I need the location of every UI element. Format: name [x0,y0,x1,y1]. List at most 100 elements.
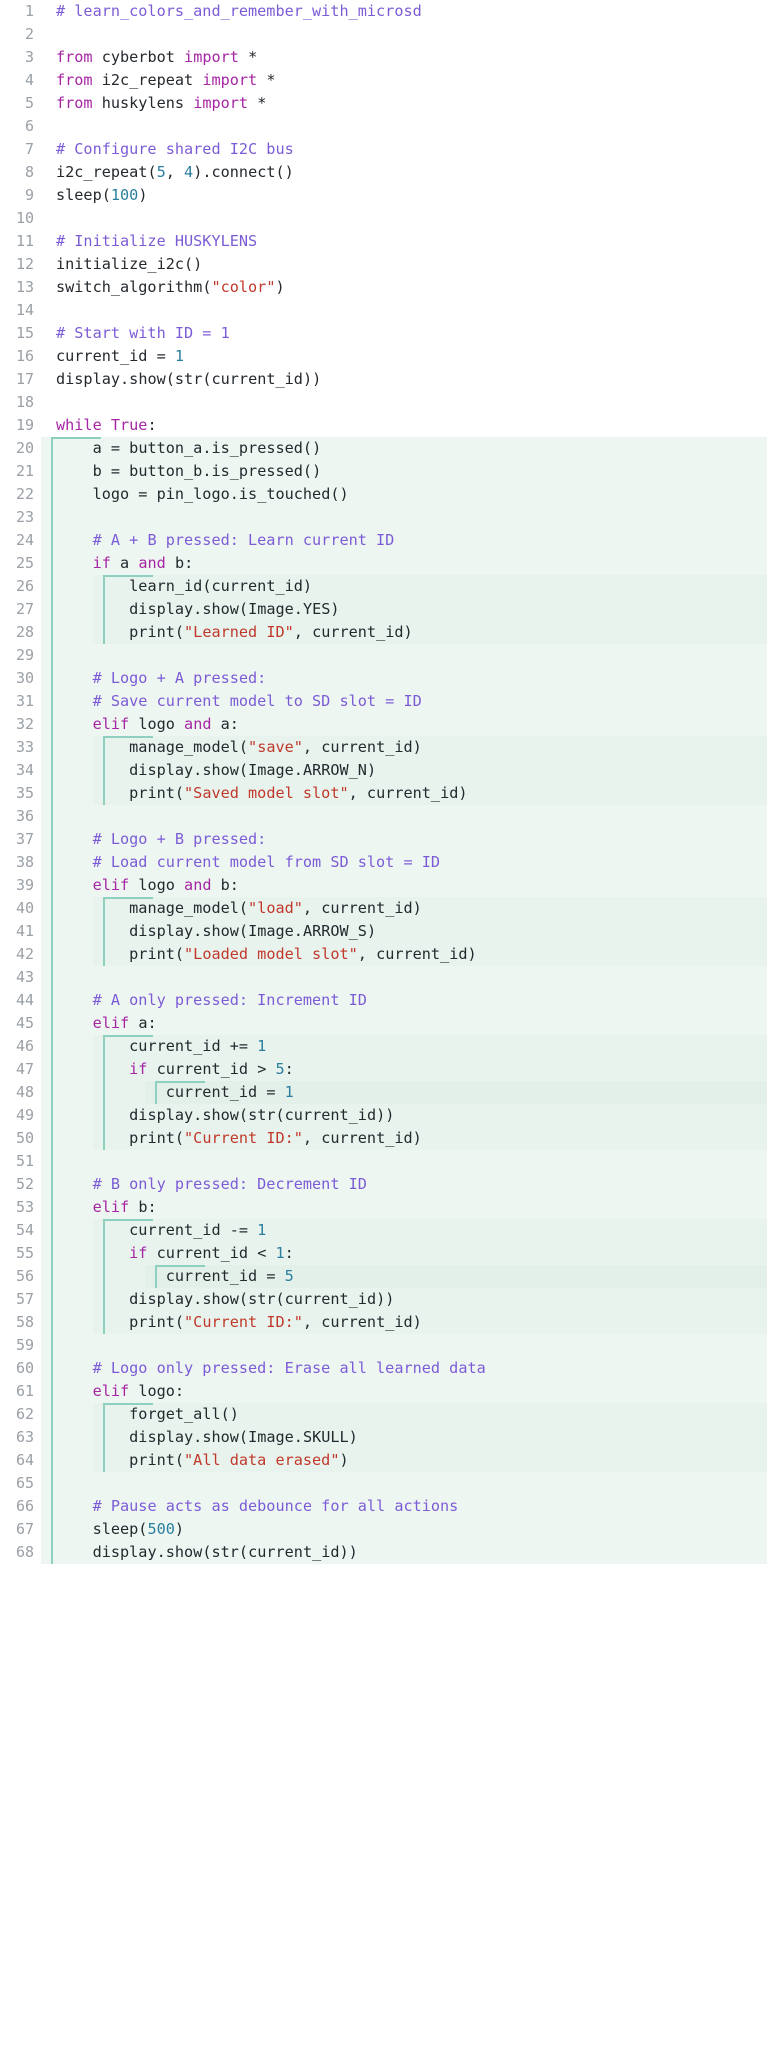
line-content[interactable]: current_id = 1 [165,1083,294,1101]
code-line[interactable]: 36 [0,805,767,828]
line-content[interactable]: learn_id(current_id) [129,577,313,595]
code-line[interactable]: 67 sleep(500) [0,1518,767,1541]
line-content[interactable]: # B only pressed: Decrement ID [92,1175,367,1193]
line-content[interactable]: # Configure shared I2C bus [56,140,294,158]
code-line[interactable]: 47 if current_id > 5: [0,1058,767,1081]
code-line[interactable]: 45 elif a: [0,1012,767,1035]
code-line[interactable]: 50 print("Current ID:", current_id) [0,1127,767,1150]
line-content[interactable]: current_id -= 1 [129,1221,267,1239]
code-line[interactable]: 54 current_id -= 1 [0,1219,767,1242]
code-line[interactable]: 27 display.show(Image.YES) [0,598,767,621]
line-content[interactable]: print("Saved model slot", current_id) [129,784,468,802]
code-line[interactable]: 63 display.show(Image.SKULL) [0,1426,767,1449]
line-content[interactable]: # Pause acts as debounce for all actions [92,1497,459,1515]
code-line[interactable]: 62 forget_all() [0,1403,767,1426]
code-line[interactable]: 28 print("Learned ID", current_id) [0,621,767,644]
code-line[interactable]: 25 if a and b: [0,552,767,575]
code-line[interactable]: 15# Start with ID = 1 [0,322,767,345]
code-line[interactable]: 30 # Logo + A pressed: [0,667,767,690]
code-line[interactable]: 58 print("Current ID:", current_id) [0,1311,767,1334]
line-content[interactable]: # Initialize HUSKYLENS [56,232,258,250]
line-content[interactable]: elif logo: [92,1382,185,1400]
code-line[interactable]: 29 [0,644,767,667]
line-content[interactable]: manage_model("load", current_id) [129,899,422,917]
code-line[interactable]: 35 print("Saved model slot", current_id) [0,782,767,805]
line-content[interactable]: from i2c_repeat import * [56,71,276,89]
code-line[interactable]: 48 current_id = 1 [0,1081,767,1104]
line-content[interactable]: initialize_i2c() [56,255,203,273]
line-content[interactable]: elif logo and b: [92,876,239,894]
line-content[interactable]: # Logo + B pressed: [92,830,267,848]
code-line[interactable]: 10 [0,207,767,230]
code-line[interactable]: 22 logo = pin_logo.is_touched() [0,483,767,506]
line-content[interactable]: sleep(100) [56,186,148,204]
code-line[interactable]: 2 [0,23,767,46]
code-line[interactable]: 61 elif logo: [0,1380,767,1403]
code-line[interactable]: 26 learn_id(current_id) [0,575,767,598]
code-line[interactable]: 37 # Logo + B pressed: [0,828,767,851]
code-line[interactable]: 53 elif b: [0,1196,767,1219]
code-line[interactable]: 24 # A + B pressed: Learn current ID [0,529,767,552]
line-content[interactable]: switch_algorithm("color") [56,278,285,296]
line-content[interactable]: from cyberbot import * [56,48,258,66]
code-line[interactable]: 14 [0,299,767,322]
line-content[interactable]: elif logo and a: [92,715,239,733]
code-line[interactable]: 18 [0,391,767,414]
line-content[interactable]: # Load current model from SD slot = ID [92,853,441,871]
code-line[interactable]: 56 current_id = 5 [0,1265,767,1288]
code-line[interactable]: 23 [0,506,767,529]
code-line[interactable]: 55 if current_id < 1: [0,1242,767,1265]
code-line[interactable]: 21 b = button_b.is_pressed() [0,460,767,483]
code-line[interactable]: 32 elif logo and a: [0,713,767,736]
code-line[interactable]: 34 display.show(Image.ARROW_N) [0,759,767,782]
code-line[interactable]: 44 # A only pressed: Increment ID [0,989,767,1012]
line-content[interactable]: logo = pin_logo.is_touched() [92,485,349,503]
code-line[interactable]: 68 display.show(str(current_id)) [0,1541,767,1564]
line-content[interactable]: if a and b: [92,554,194,572]
code-line[interactable]: 59 [0,1334,767,1357]
line-content[interactable]: display.show(str(current_id)) [129,1106,395,1124]
code-line[interactable]: 6 [0,115,767,138]
line-content[interactable]: # A only pressed: Increment ID [92,991,367,1009]
line-content[interactable]: while True: [56,416,157,434]
code-line[interactable]: 60 # Logo only pressed: Erase all learne… [0,1357,767,1380]
line-content[interactable]: if current_id > 5: [129,1060,294,1078]
code-line[interactable]: 41 display.show(Image.ARROW_S) [0,920,767,943]
code-line[interactable]: 52 # B only pressed: Decrement ID [0,1173,767,1196]
line-content[interactable]: b = button_b.is_pressed() [92,462,322,480]
line-content[interactable]: if current_id < 1: [129,1244,294,1262]
line-content[interactable]: sleep(500) [92,1520,185,1538]
line-content[interactable]: a = button_a.is_pressed() [92,439,322,457]
line-content[interactable]: print("Loaded model slot", current_id) [129,945,477,963]
line-content[interactable]: print("Current ID:", current_id) [129,1129,422,1147]
code-line[interactable]: 33 manage_model("save", current_id) [0,736,767,759]
line-content[interactable]: elif a: [92,1014,157,1032]
line-content[interactable]: print("Learned ID", current_id) [129,623,413,641]
line-content[interactable]: elif b: [92,1198,157,1216]
line-content[interactable]: display.show(Image.ARROW_N) [129,761,377,779]
line-content[interactable]: current_id = 1 [56,347,185,365]
line-content[interactable]: current_id = 5 [165,1267,294,1285]
line-content[interactable]: display.show(str(current_id)) [92,1543,358,1561]
code-line[interactable]: 20 a = button_a.is_pressed() [0,437,767,460]
line-content[interactable]: from huskylens import * [56,94,267,112]
line-content[interactable]: display.show(str(current_id)) [56,370,322,388]
line-content[interactable]: # Logo only pressed: Erase all learned d… [92,1359,486,1377]
line-content[interactable]: # A + B pressed: Learn current ID [92,531,395,549]
code-line[interactable]: 1# learn_colors_and_remember_with_micros… [0,0,767,23]
line-content[interactable]: forget_all() [129,1405,239,1423]
code-line[interactable]: 46 current_id += 1 [0,1035,767,1058]
line-content[interactable]: # Start with ID = 1 [56,324,230,342]
code-line[interactable]: 65 [0,1472,767,1495]
line-content[interactable]: i2c_repeat(5, 4).connect() [56,163,294,181]
